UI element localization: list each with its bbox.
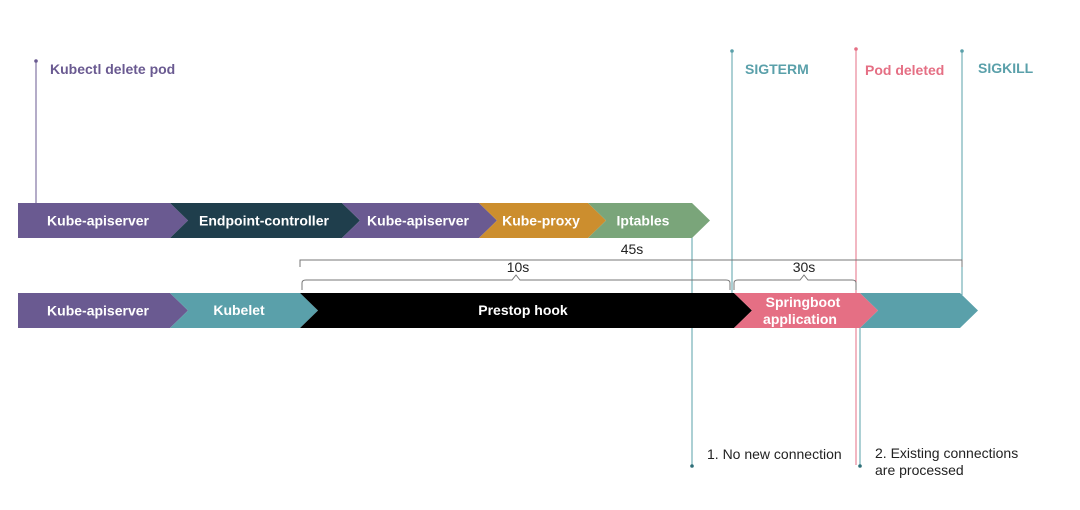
row2-springboot-arrow: [734, 293, 878, 328]
bracket-10s: [301, 274, 731, 290]
row2-final-arrow: [860, 293, 978, 328]
bracket-45s: [299, 259, 963, 267]
row1-kube-apiserver-2-arrow: [342, 203, 497, 238]
row2-kubelet-arrow: [170, 293, 318, 328]
event-pod-deleted: Pod deleted: [865, 62, 944, 78]
duration-brackets: 45s 10s 30s: [299, 241, 963, 290]
row1-iptables-label: Iptables: [617, 213, 670, 229]
row1-kube-apiserver-label: Kube-apiserver: [47, 213, 149, 229]
row2-kube-apiserver-label: Kube-apiserver: [47, 303, 149, 319]
duration-30s: 30s: [793, 259, 816, 275]
row2-chain: Kube-apiserver Kubelet Prestop hook Spri…: [18, 293, 978, 328]
note-existing-connections-line1: 2. Existing connections: [875, 445, 1018, 461]
event-sigterm: SIGTERM: [745, 61, 809, 77]
sigkill-marker-dot: [960, 49, 964, 53]
no-new-connection-dot: [690, 464, 694, 468]
event-markers: [34, 47, 964, 468]
duration-10s: 10s: [507, 259, 530, 275]
row2-kubelet-label: Kubelet: [213, 302, 265, 318]
row2-springboot-label-line2: application: [763, 311, 837, 327]
bracket-30s: [733, 274, 857, 290]
note-no-new-connection: 1. No new connection: [707, 446, 842, 462]
row2-prestop-hook-arrow: [300, 293, 752, 328]
row2-springboot-label-line1: Springboot: [766, 294, 841, 310]
sigterm-marker-dot: [730, 49, 734, 53]
row2-kube-apiserver-arrow: [18, 293, 188, 328]
row1-kube-apiserver-2-label: Kube-apiserver: [367, 213, 469, 229]
row1-iptables-arrow: [588, 203, 710, 238]
pod-deleted-marker-dot: [854, 47, 858, 51]
row1-kube-proxy-arrow: [479, 203, 606, 238]
existing-connections-dot: [858, 464, 862, 468]
event-delete-pod: Kubectl delete pod: [50, 61, 175, 77]
duration-45s: 45s: [621, 241, 644, 257]
row1-endpoint-controller-label: Endpoint-controller: [199, 213, 329, 229]
row1-chain: Kube-apiserver Endpoint-controller Kube-…: [18, 203, 710, 238]
event-sigkill: SIGKILL: [978, 60, 1034, 76]
row1-kube-proxy-label: Kube-proxy: [502, 213, 580, 229]
row2-prestop-hook-label: Prestop hook: [478, 302, 568, 318]
row1-kube-apiserver-arrow: [18, 203, 188, 238]
delete-pod-marker-dot: [34, 59, 38, 63]
note-existing-connections-line2: are processed: [875, 462, 964, 478]
row1-endpoint-controller-arrow: [170, 203, 360, 238]
